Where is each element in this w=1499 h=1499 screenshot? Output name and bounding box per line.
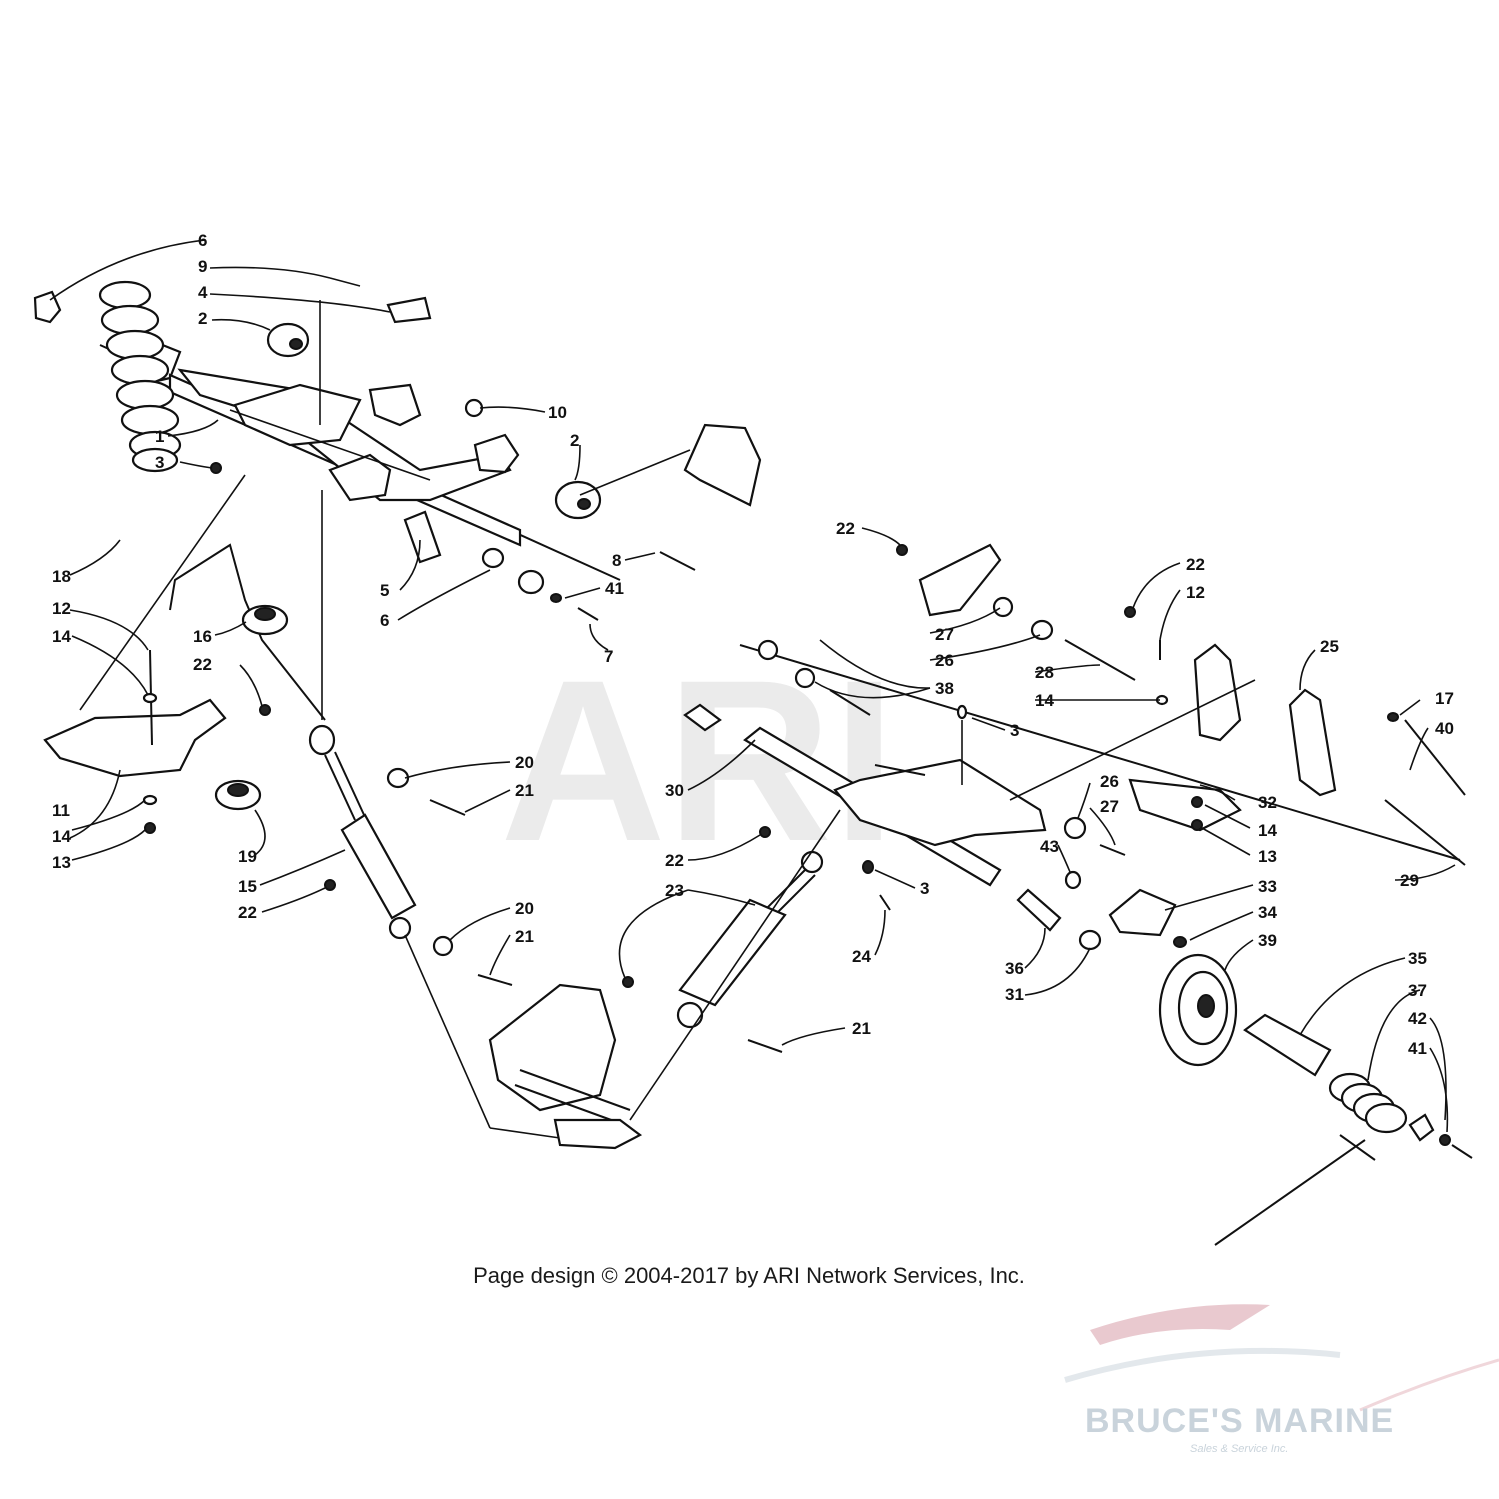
callout-36: 36 [1005,959,1024,978]
callout-21c: 21 [852,1019,871,1038]
part-32-ski-arm [1128,778,1242,832]
callout-17: 17 [1435,689,1454,708]
callout-41: 41 [605,579,624,598]
callout-25: 25 [1320,637,1339,656]
part-2-bushing-right [554,480,602,520]
callout-3: 3 [155,453,164,472]
spring-ski-assembly [43,280,326,834]
callout-4: 4 [198,283,208,302]
callout-10: 10 [548,403,567,422]
part-5-sleeve [403,510,442,564]
callout-21b: 21 [515,927,534,946]
front-arm-assembly [33,277,762,720]
callout-8: 8 [612,551,621,570]
callout-23: 23 [665,881,684,900]
callout-22: 22 [193,655,212,674]
part-6-bushing [33,290,62,324]
callout-15: 15 [238,877,257,896]
callout-6: 6 [198,231,207,250]
callout-33: 33 [1258,877,1277,896]
part-10-nut [464,398,484,418]
watermark-text: ARI [500,632,896,889]
part-20-spacer-bottom [432,935,454,957]
callout-14: 14 [52,627,71,646]
callout-27: 27 [935,625,954,644]
callout-26: 26 [935,651,954,670]
callout-40: 40 [1435,719,1454,738]
upper-bracket [918,543,1002,617]
dealer-name: BRUCE'S MARINE [1085,1402,1394,1440]
callout-14b: 14 [52,827,71,846]
callout-7: 7 [604,647,613,666]
callout-13: 13 [52,853,71,872]
part-33-plate [1108,888,1177,937]
part-25-bracket [1193,643,1242,742]
rear-arm-assembly [683,543,1473,1246]
dealer-tagline: Sales & Service Inc. [1190,1443,1288,1455]
part-23-shock-absorber [622,809,841,1121]
callout-3c: 3 [920,879,929,898]
callout-14c: 14 [1035,691,1054,710]
part-11-ski [43,698,227,778]
callout-21: 21 [515,781,534,800]
callout-9: 9 [198,257,207,276]
part-15-shock-absorber [308,724,561,1139]
part-20-spacer-top [386,767,410,789]
callout-14d: 14 [1258,821,1277,840]
callout-12: 12 [52,599,71,618]
part-35-sleeve [1243,1013,1332,1077]
callout-20b: 20 [515,899,534,918]
part-6-spacer [481,547,505,569]
boat-logo-icon [1090,1304,1270,1345]
callout-19: 19 [238,847,257,866]
callout-20: 20 [515,753,534,772]
callout-2: 2 [198,309,207,328]
part-washer [517,569,545,595]
callout-22c: 22 [836,519,855,538]
callout-28: 28 [1035,663,1054,682]
lower-mount-bracket [488,983,643,1150]
ari-watermark: ARI [500,632,896,889]
callout-22b: 22 [238,903,257,922]
rear-a-arm [833,758,1047,847]
callout-2b: 2 [570,431,579,450]
part-37-torsion-spring [1214,1072,1408,1246]
dealer-logo: BRUCE'S MARINE Sales & Service Inc. [1064,1304,1499,1455]
part-2-bushing-top [266,322,310,358]
callout-29: 29 [1400,871,1419,890]
callout-41b: 41 [1408,1039,1427,1058]
callout-22d: 22 [1186,555,1205,574]
callout-27b: 27 [1100,797,1119,816]
callout-11: 11 [52,801,70,820]
callout-32: 32 [1258,793,1277,812]
callout-24: 24 [852,947,871,966]
callout-5: 5 [380,581,389,600]
callout-30: 30 [665,781,684,800]
callout-13b: 13 [1258,847,1277,866]
callout-42: 42 [1408,1009,1427,1028]
callout-1: 1 [155,427,164,446]
callout-43: 43 [1040,837,1059,856]
callout-31: 31 [1005,985,1024,1004]
callout-3b: 3 [1010,721,1019,740]
callout-38: 38 [935,679,954,698]
callout-leader-lines [49,239,1456,1133]
callout-12b: 12 [1186,583,1205,602]
callout-numbers: 6 9 4 2 10 1 3 2 18 8 5 41 6 12 14 16 7 … [52,231,1454,1058]
front-mount-bracket [683,423,762,507]
callout-26b: 26 [1100,772,1119,791]
callout-18: 18 [52,567,71,586]
copyright-footer: Page design © 2004-2017 by ARI Network S… [473,1263,1025,1288]
callout-39: 39 [1258,931,1277,950]
callout-35: 35 [1408,949,1427,968]
callout-6b: 6 [380,611,389,630]
part-4-cap [386,296,432,324]
callout-34: 34 [1258,903,1277,922]
part-18-coil-spring [98,280,182,473]
callout-37: 37 [1408,981,1427,1000]
callout-16: 16 [193,627,212,646]
callout-22e: 22 [665,851,684,870]
